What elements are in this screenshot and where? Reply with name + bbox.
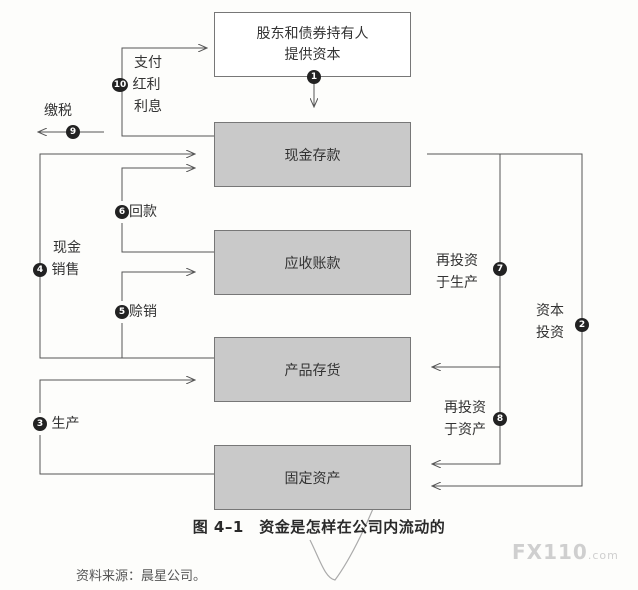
investors-line1: 股东和债券持有人 <box>256 25 369 42</box>
flow-3-label: 3 生产 <box>33 413 80 435</box>
flow-2-label: 资本 投资 <box>536 300 564 344</box>
flow-5-text: 赊销 <box>129 304 157 320</box>
flow-5-badge: 5 <box>115 305 129 319</box>
flow-10-text1: 支付 <box>134 55 162 71</box>
flow-10-label: 支付 10 红利 利息 <box>112 52 162 118</box>
flow-8-badge: 8 <box>493 412 507 426</box>
flow-10-text3: 利息 <box>134 99 162 115</box>
flow-3-badge: 3 <box>33 417 47 431</box>
flow-7-label: 再投资 于生产 <box>436 250 478 294</box>
flow-7-badge: 7 <box>493 262 507 276</box>
watermark-logo: FX110.com <box>512 540 619 564</box>
flow-10-badge: 10 <box>112 78 128 92</box>
flow-9-text: 缴税 <box>44 103 72 119</box>
fixed-assets-label: 固定资产 <box>284 470 341 487</box>
flow-8-line <box>432 367 501 464</box>
flow-8-label: 再投资 于资产 <box>444 397 486 441</box>
inventory-box: 产品存货 <box>214 337 411 402</box>
flow-10-text2: 红利 <box>132 77 161 93</box>
flow-9-label: 缴税 <box>44 100 72 122</box>
flow-2-text2: 投资 <box>536 325 564 341</box>
inventory-label: 产品存货 <box>284 362 341 379</box>
source-note: 资料来源：晨星公司。 <box>76 569 207 584</box>
watermark-main: FX110 <box>512 540 588 564</box>
flow-9-badge: 9 <box>66 125 80 139</box>
receivables-box: 应收账款 <box>214 230 411 295</box>
flow-8-text1: 再投资 <box>444 400 486 416</box>
watermark-suffix: .com <box>587 549 619 562</box>
flow-6-text: 回款 <box>129 204 157 220</box>
cash-box: 现金存款 <box>214 122 411 187</box>
flow-2-badge: 2 <box>575 318 589 332</box>
flow-4-text2: 销售 <box>51 262 80 278</box>
flow-1-badge: 1 <box>307 70 321 84</box>
figure-caption: 图 4–1 资金是怎样在公司内流动的 <box>192 518 446 536</box>
investors-line2: 提供资本 <box>284 46 341 63</box>
flow-8-text2: 于资产 <box>444 422 486 438</box>
flow-10-line <box>121 48 214 137</box>
cash-label: 现金存款 <box>284 147 341 164</box>
receivables-label: 应收账款 <box>284 255 341 272</box>
investors-box: 股东和债券持有人 提供资本 <box>214 12 411 77</box>
flow-7-text2: 于生产 <box>436 275 478 291</box>
fixed-assets-box: 固定资产 <box>214 445 411 510</box>
flow-4-text1: 现金 <box>53 240 81 256</box>
flow-6-badge: 6 <box>115 205 129 219</box>
flow-4-label: 现金 4 销售 <box>33 237 81 281</box>
flow-3-text: 生产 <box>51 416 80 432</box>
flow-4-badge: 4 <box>33 263 47 277</box>
flow-2-text1: 资本 <box>536 303 564 319</box>
flow-7-text1: 再投资 <box>436 253 478 269</box>
